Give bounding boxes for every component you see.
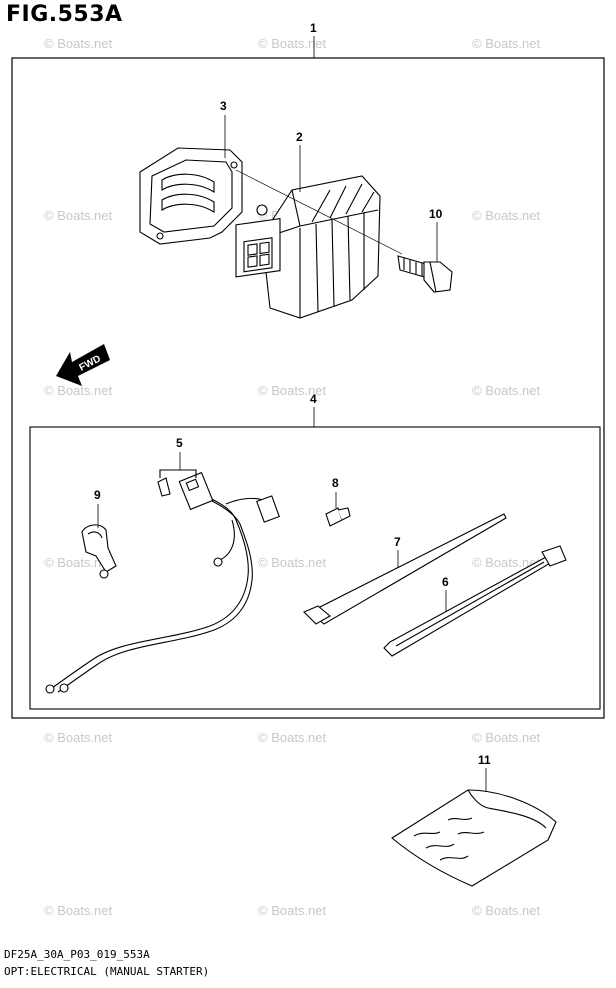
watermark: © Boats.net: [472, 903, 541, 918]
watermark: © Boats.net: [44, 730, 113, 745]
watermark: © Boats.net: [44, 208, 113, 223]
screw-part-8[interactable]: [325, 507, 351, 527]
callout-8[interactable]: 8: [332, 476, 339, 490]
assembly-frame-4: [29, 426, 601, 710]
assembly-guide: [235, 169, 403, 255]
watermark: © Boats.net: [258, 36, 327, 51]
cable-tie-part-6[interactable]: [383, 545, 567, 657]
watermark: © Boats.net: [44, 36, 113, 51]
watermark-layer: © Boats.net © Boats.net © Boats.net © Bo…: [44, 36, 541, 918]
watermark: © Boats.net: [258, 383, 327, 398]
watermark: © Boats.net: [472, 383, 541, 398]
bracket-part-3[interactable]: [139, 147, 243, 245]
figure-code: DF25A_30A_P03_019_553A: [4, 948, 150, 961]
parts-bag-part-11[interactable]: [391, 789, 557, 887]
figure-description: OPT:ELECTRICAL (MANUAL STARTER): [4, 965, 210, 978]
watermark: © Boats.net: [472, 36, 541, 51]
figure-title: FIG.553A: [6, 2, 123, 27]
cable-tie-part-7[interactable]: [303, 513, 507, 625]
callout-11[interactable]: 11: [478, 753, 491, 767]
bolt-part-10[interactable]: [397, 255, 453, 293]
callout-5[interactable]: 5: [176, 436, 183, 450]
watermark: © Boats.net: [44, 555, 113, 570]
watermark: © Boats.net: [472, 730, 541, 745]
watermark: © Boats.net: [44, 383, 113, 398]
watermark: © Boats.net: [258, 903, 327, 918]
assembly-frame-1: [11, 57, 605, 719]
callout-2[interactable]: 2: [296, 130, 303, 144]
callout-7[interactable]: 7: [394, 535, 401, 549]
watermark: © Boats.net: [44, 903, 113, 918]
watermark: © Boats.net: [258, 730, 327, 745]
regulator-part-2[interactable]: [235, 175, 381, 319]
clamp-part-9[interactable]: [81, 524, 117, 579]
callout-9[interactable]: 9: [94, 488, 101, 502]
callout-6[interactable]: 6: [442, 575, 449, 589]
watermark: © Boats.net: [258, 555, 327, 570]
callout-1[interactable]: 1: [310, 21, 317, 35]
harness-part-5[interactable]: [45, 469, 280, 694]
callout-10[interactable]: 10: [429, 207, 443, 221]
callout-3[interactable]: 3: [220, 99, 227, 113]
watermark: © Boats.net: [472, 208, 541, 223]
callout-4[interactable]: 4: [310, 392, 317, 406]
forward-arrow: FWD: [56, 344, 110, 386]
forward-label: FWD: [78, 353, 103, 373]
watermark: © Boats.net: [472, 555, 541, 570]
